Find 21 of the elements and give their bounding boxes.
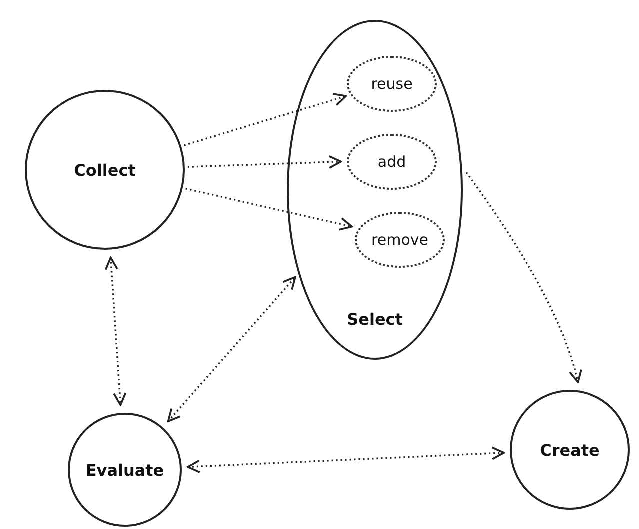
node-label: Select	[346, 310, 404, 329]
dotted-arrow	[104, 256, 127, 406]
circle-node	[510, 390, 630, 510]
dotted-ellipse-node	[355, 212, 445, 268]
node-label: Create	[540, 440, 600, 460]
dotted-ellipse-node	[347, 134, 437, 190]
ellipse-node	[287, 20, 463, 360]
node-label: Evaluate	[86, 460, 164, 480]
dotted-arrow	[186, 188, 354, 231]
dotted-arrow	[188, 155, 342, 169]
node-label: add	[378, 153, 406, 171]
dotted-arrow	[167, 276, 296, 422]
node-label: remove	[372, 231, 428, 249]
dotted-arrow	[184, 93, 348, 146]
dotted-arrow	[466, 172, 582, 384]
node-label: Collect	[74, 160, 136, 180]
circle-node	[25, 90, 185, 250]
circle-node	[68, 413, 182, 527]
node-label: reuse	[371, 75, 413, 93]
dotted-arrow	[187, 446, 505, 474]
dotted-ellipse-node	[347, 56, 437, 112]
